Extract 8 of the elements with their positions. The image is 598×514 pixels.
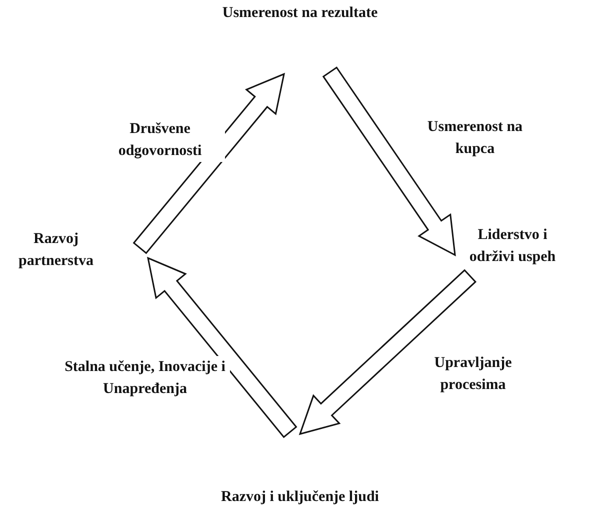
node-label: Razvoj i uključenje ljudi	[180, 486, 420, 508]
node-label: Liderstvo i održivi uspeh	[455, 224, 570, 268]
block-arrow	[322, 66, 456, 256]
block-arrow	[146, 256, 298, 438]
block-arrow	[132, 72, 286, 254]
node-label: Razvoj partnerstva	[0, 228, 112, 272]
node-label: Usmerenost na rezultate	[180, 2, 420, 24]
block-arrow	[298, 269, 476, 436]
